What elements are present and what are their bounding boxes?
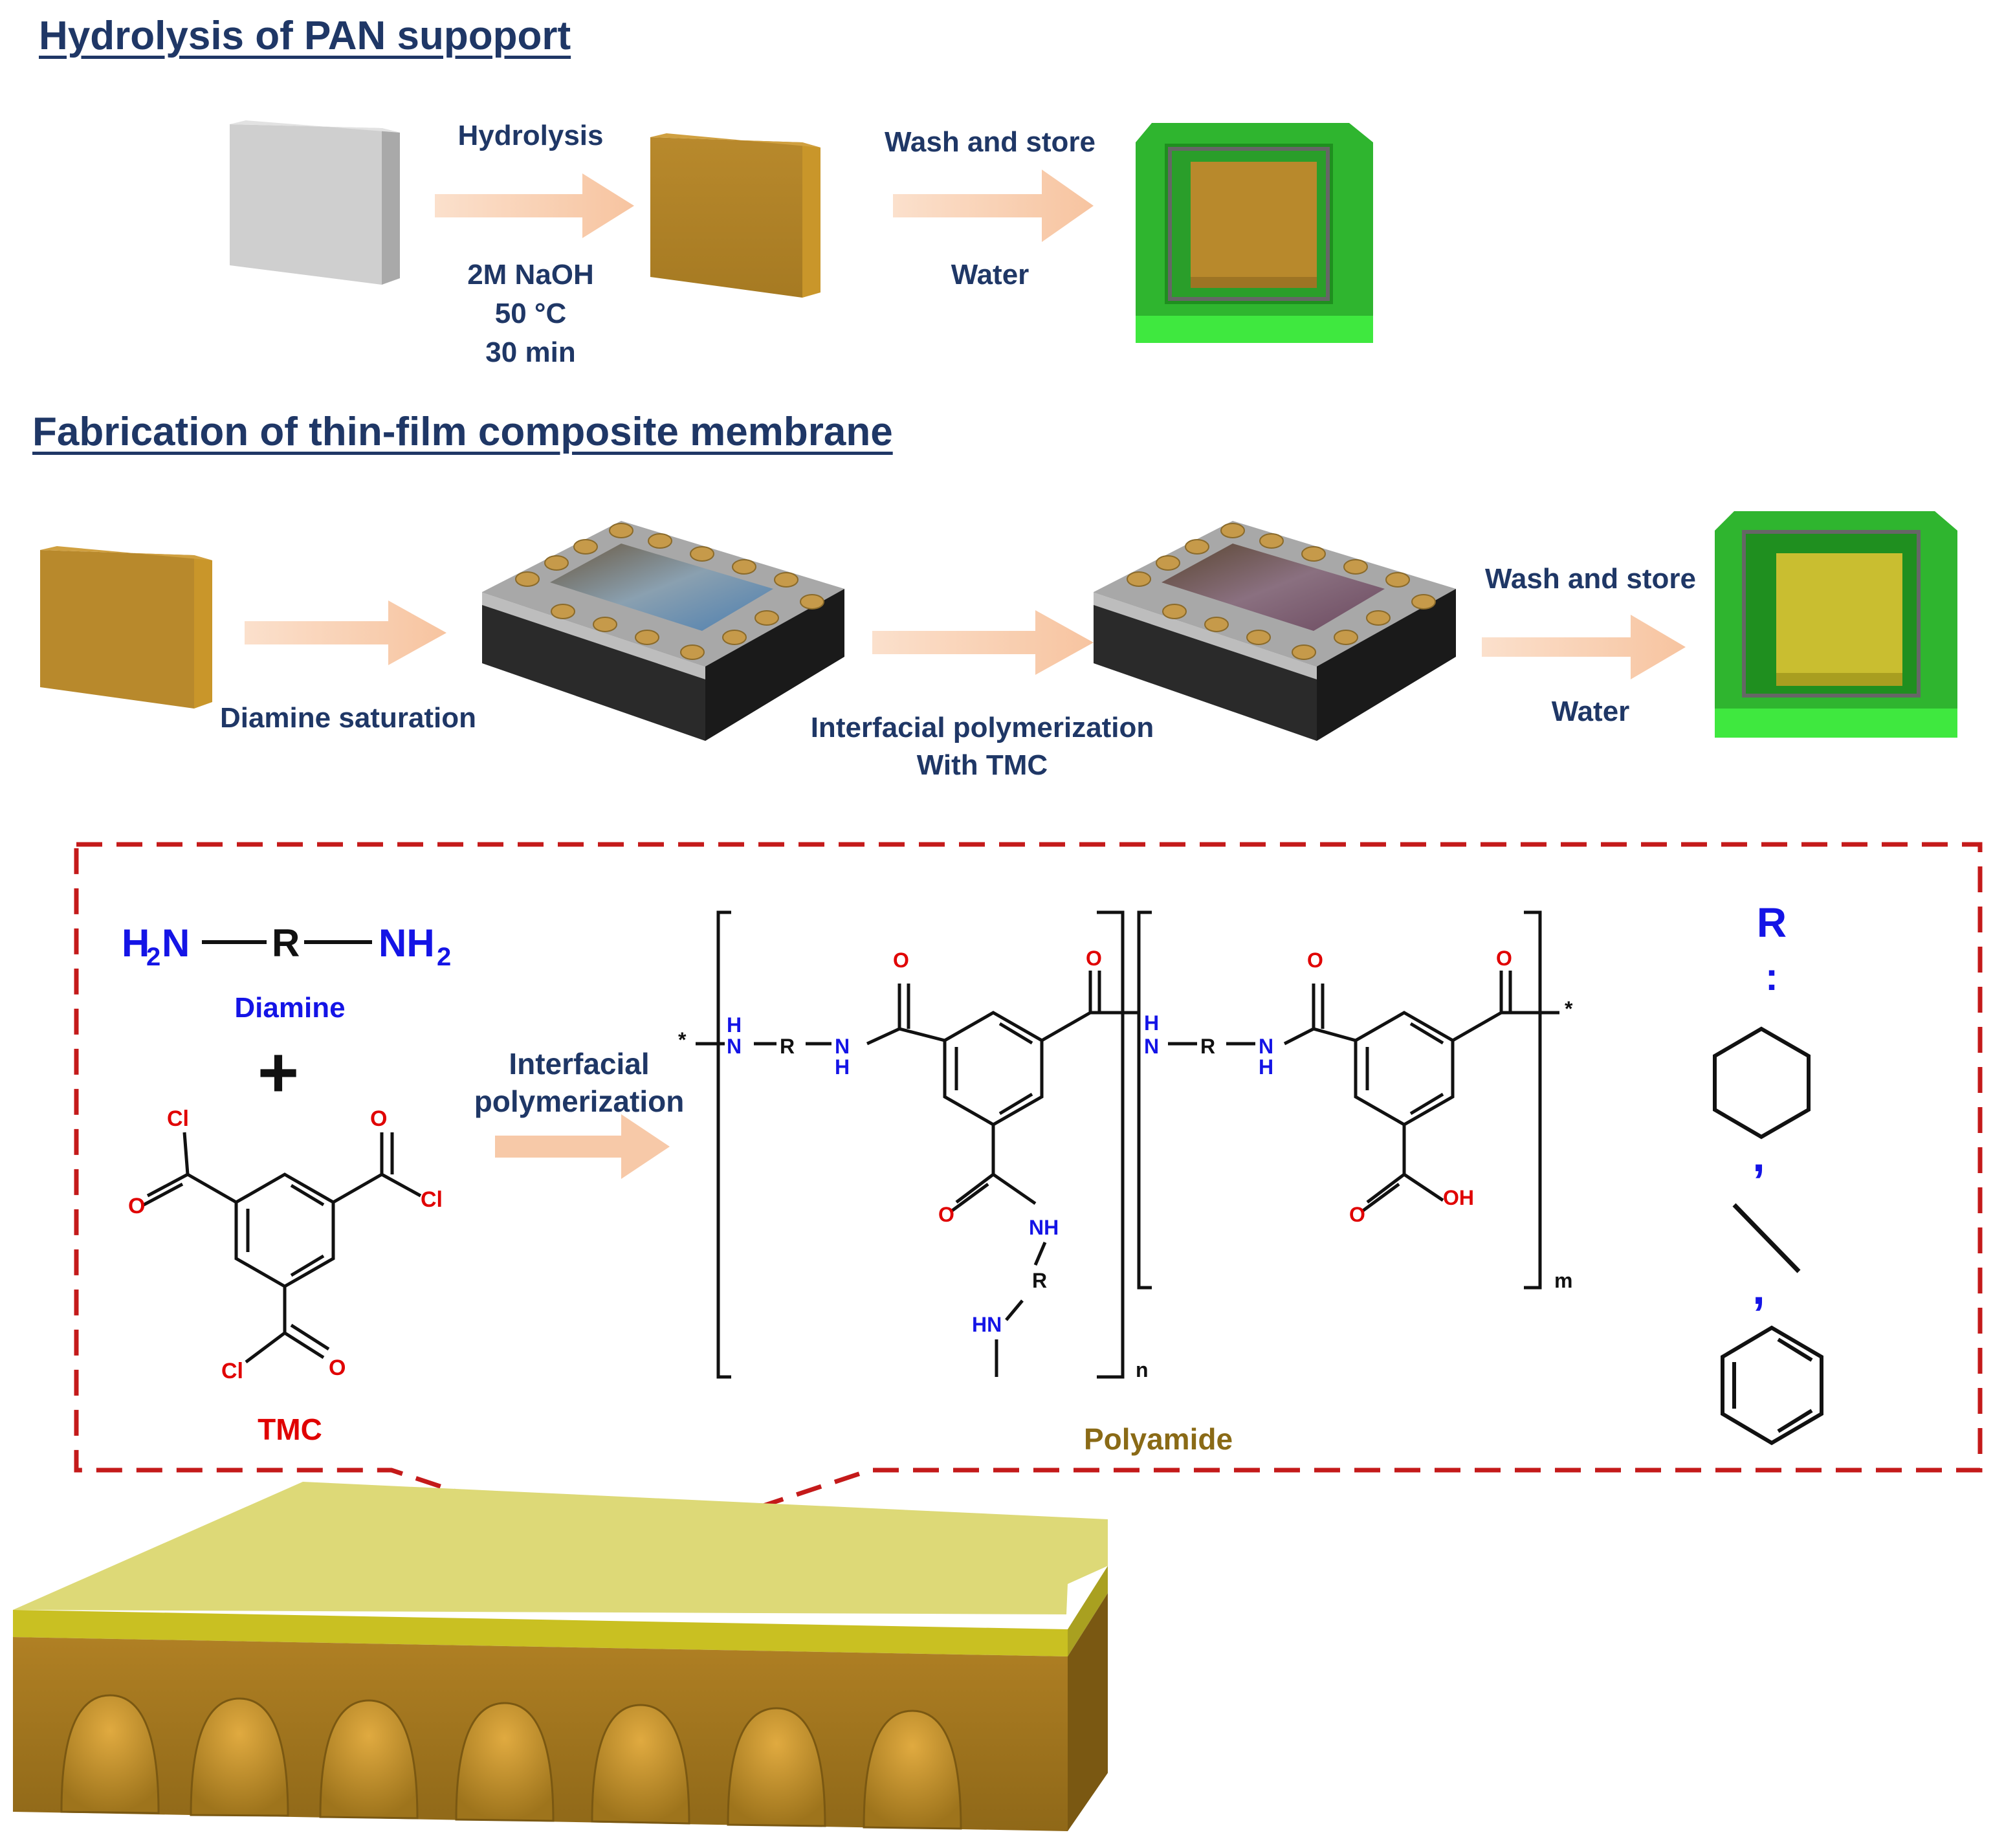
svg-text:O: O xyxy=(1349,1203,1365,1226)
svg-text:O: O xyxy=(1307,949,1323,972)
section2-graphics xyxy=(40,511,1957,741)
water-tray-1 xyxy=(1136,123,1373,343)
svg-text:R: R xyxy=(1032,1269,1047,1292)
section1-graphics xyxy=(230,120,1373,343)
svg-text:N: N xyxy=(162,921,190,965)
polyamide-unit-m xyxy=(1168,971,1559,1213)
svg-text:O: O xyxy=(329,1356,346,1380)
polyamide-label: Polyamide xyxy=(1084,1422,1233,1456)
callout-dashed-outline xyxy=(74,842,1983,1552)
svg-text:O: O xyxy=(1086,947,1102,970)
svg-text:O: O xyxy=(1496,947,1512,970)
svg-text:N: N xyxy=(1259,1035,1273,1058)
tmc-structure xyxy=(142,1132,422,1363)
polyamide-unit-n xyxy=(696,971,1139,1377)
svg-text:R: R xyxy=(780,1035,795,1058)
svg-text:O: O xyxy=(370,1106,387,1131)
svg-text:OH: OH xyxy=(1443,1186,1474,1209)
svg-text:H: H xyxy=(122,921,149,965)
section2-heading: Fabrication of thin-film composite membr… xyxy=(32,410,893,454)
arrow-diamine xyxy=(245,600,446,665)
diamine-formula: H 2 N R NH 2 xyxy=(122,921,451,971)
svg-text:Cl: Cl xyxy=(167,1106,189,1131)
svg-text:H: H xyxy=(1259,1055,1273,1079)
wash-store-label-2: Wash and store xyxy=(1485,563,1696,595)
r-title: R xyxy=(1757,899,1787,946)
section1-heading: Hydrolysis of PAN supoport xyxy=(39,14,571,58)
naoh-condition: 2M NaOH xyxy=(467,259,594,291)
svg-text:N: N xyxy=(727,1035,742,1058)
subscript-n: n xyxy=(1136,1358,1149,1381)
svg-text:H: H xyxy=(1144,1011,1159,1035)
ip-arrow-line2: polymerization xyxy=(474,1084,685,1118)
cyclohexane-icon xyxy=(1713,1026,1811,1139)
tmc-atoms: Cl O O Cl Cl O xyxy=(128,1106,443,1383)
r-colon: : xyxy=(1765,955,1778,998)
svg-text:R: R xyxy=(1200,1035,1215,1058)
svg-text:Cl: Cl xyxy=(421,1187,443,1212)
frame-cell-1 xyxy=(482,521,844,741)
subscript-m: m xyxy=(1554,1269,1572,1292)
ip-arrow xyxy=(495,1114,670,1179)
ethylene-bond-icon xyxy=(1732,1203,1801,1273)
svg-text:N: N xyxy=(835,1035,850,1058)
comma-1: , xyxy=(1752,1130,1765,1181)
water-label-1: Water xyxy=(951,259,1030,291)
pan-support-block xyxy=(230,120,400,285)
plus-sign: + xyxy=(258,1033,299,1112)
polyamide-unit-m-atoms: H N R N H O O * O OH xyxy=(1144,947,1573,1226)
polyamide-unit-n-atoms: * H N R N H O O O NH R HN xyxy=(678,947,1102,1336)
diamine-saturation-label: Diamine saturation xyxy=(219,702,477,734)
svg-text:O: O xyxy=(938,1203,954,1226)
svg-text:O: O xyxy=(128,1194,145,1218)
svg-text:2: 2 xyxy=(437,943,451,971)
wash-store-label-1: Wash and store xyxy=(885,126,1096,158)
tfc-membrane-cross-section xyxy=(13,1482,1108,1831)
arrow-wash-1 xyxy=(893,170,1094,242)
time-condition: 30 min xyxy=(485,336,576,368)
arrow-ip xyxy=(872,610,1094,675)
ip-label-line2: With TMC xyxy=(916,749,1048,781)
benzene-icon xyxy=(1721,1325,1823,1446)
ip-arrow-line1: Interfacial xyxy=(509,1047,649,1081)
polymer-brackets xyxy=(716,910,1542,1379)
tmc-label: TMC xyxy=(258,1413,322,1446)
arrow-hydrolysis xyxy=(435,173,634,238)
svg-text:*: * xyxy=(678,1028,687,1051)
svg-text:NH: NH xyxy=(1029,1216,1059,1239)
svg-text:2: 2 xyxy=(146,943,160,971)
water-tray-2 xyxy=(1715,511,1957,738)
arrow-wash-2 xyxy=(1482,615,1686,679)
comma-2: , xyxy=(1752,1263,1765,1314)
water-label-2: Water xyxy=(1551,696,1630,727)
frame-cell-2 xyxy=(1094,521,1456,741)
svg-text:HN: HN xyxy=(972,1313,1002,1336)
svg-text:N: N xyxy=(1144,1035,1159,1058)
diamine-label: Diamine xyxy=(234,992,345,1024)
hydrolysed-pan-block xyxy=(650,133,820,298)
svg-text:NH: NH xyxy=(379,921,435,965)
temperature-condition: 50 °C xyxy=(494,298,567,329)
svg-text:O: O xyxy=(893,949,909,972)
svg-text:H: H xyxy=(835,1055,850,1079)
hydrolysis-label: Hydrolysis xyxy=(457,120,604,151)
svg-text:R: R xyxy=(272,921,300,965)
svg-text:H: H xyxy=(727,1013,742,1037)
svg-text:Cl: Cl xyxy=(221,1359,243,1383)
svg-text:*: * xyxy=(1565,997,1573,1020)
ip-label-line1: Interfacial polymerization xyxy=(810,712,1154,743)
support-block-2 xyxy=(40,546,212,709)
